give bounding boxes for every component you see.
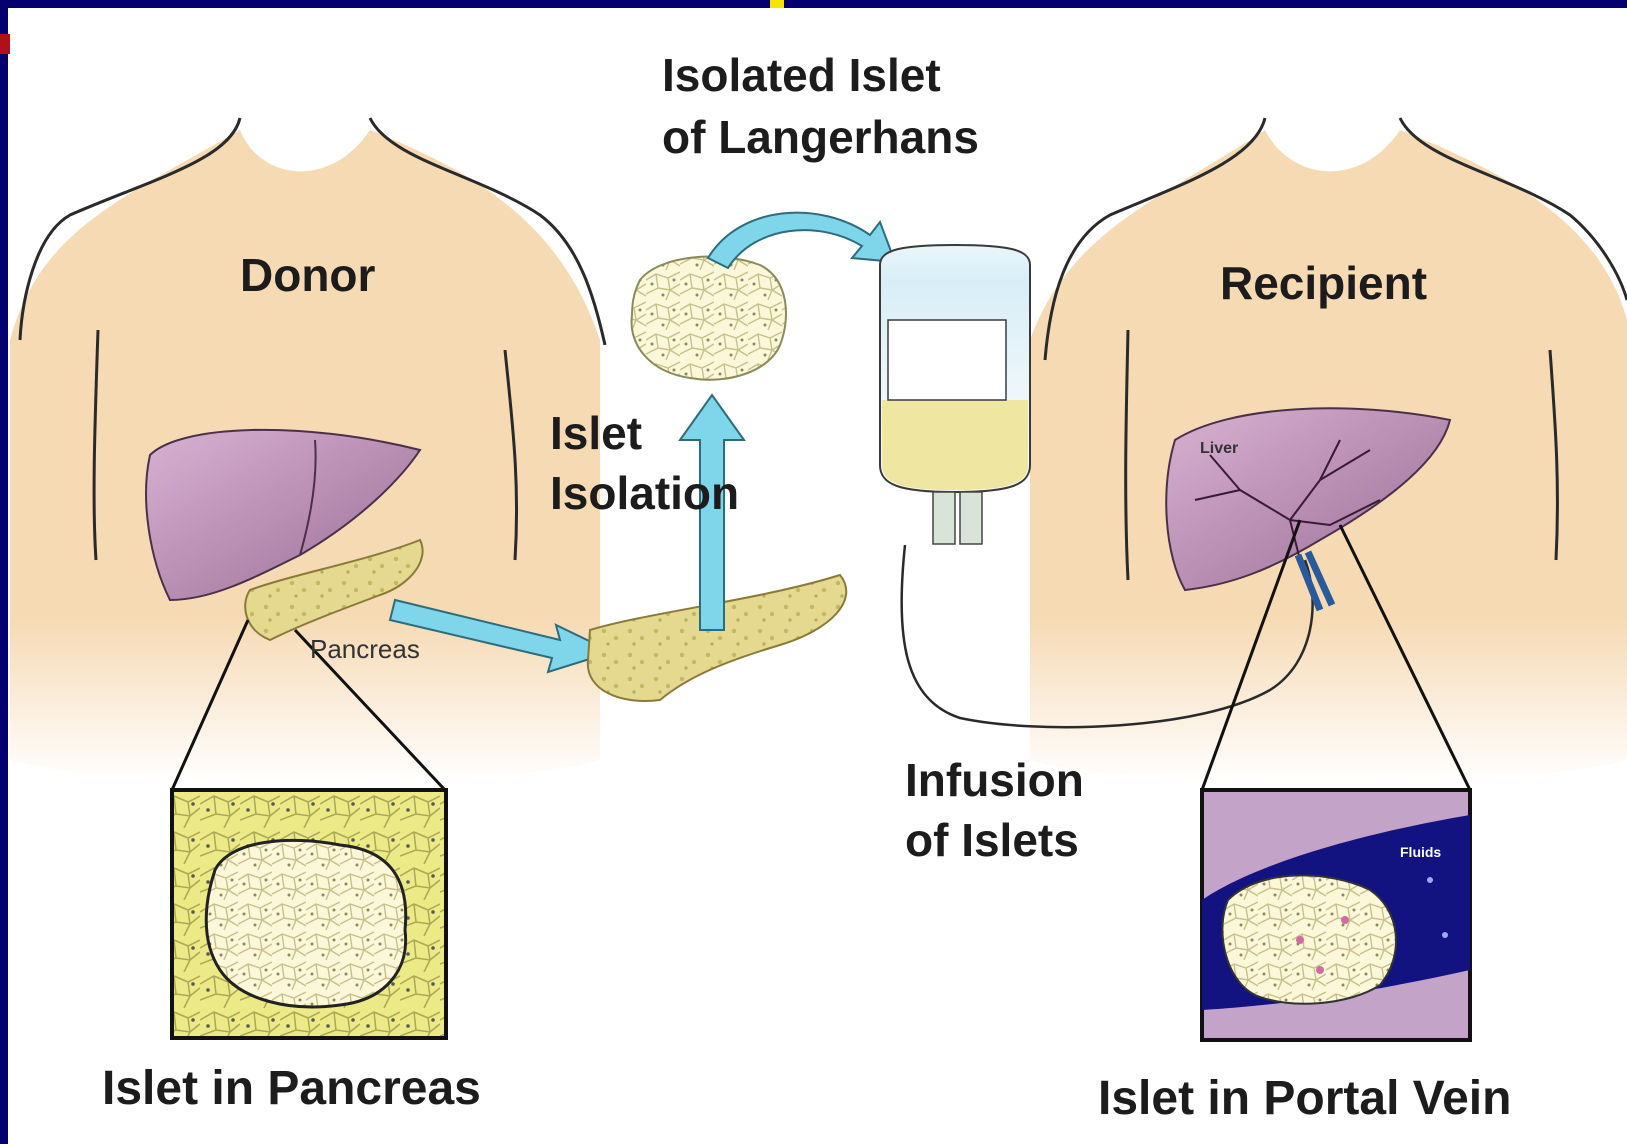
title-line-1: Isolated Islet xyxy=(662,50,941,102)
iv-bag-port-left xyxy=(933,492,955,544)
islet-isolation-line-2: Isolation xyxy=(550,468,739,520)
inset-islet-cluster xyxy=(206,840,405,1007)
top-bar xyxy=(0,0,1627,8)
vein-particle xyxy=(1442,932,1448,938)
yellow-accent xyxy=(770,0,784,8)
vein-particle xyxy=(1316,966,1324,974)
iv-bag-fluid xyxy=(882,400,1028,490)
liver-label: Liver xyxy=(1200,440,1238,458)
infusion-line-2: of Islets xyxy=(905,815,1079,867)
pancreas-label: Pancreas xyxy=(310,635,420,664)
fluid-label: Fluids xyxy=(1400,845,1441,861)
vein-particle xyxy=(1341,916,1349,924)
inset-islet-in-vein xyxy=(1222,875,1396,1003)
donor-label: Donor xyxy=(240,250,375,302)
vein-particle xyxy=(1296,936,1304,944)
islet-in-pancreas-caption: Islet in Pancreas xyxy=(102,1062,481,1116)
iv-bag-window xyxy=(888,320,1006,400)
islet-in-portal-vein-caption: Islet in Portal Vein xyxy=(1098,1072,1511,1126)
title-line-2: of Langerhans xyxy=(662,112,979,164)
infusion-line-1: Infusion xyxy=(905,755,1084,807)
iv-bag-port-right xyxy=(960,492,982,544)
vein-particle xyxy=(1427,877,1433,883)
recipient-label: Recipient xyxy=(1220,258,1427,310)
isolated-islet xyxy=(632,257,786,380)
red-accent xyxy=(0,34,10,54)
islet-isolation-line-1: Islet xyxy=(550,408,642,460)
